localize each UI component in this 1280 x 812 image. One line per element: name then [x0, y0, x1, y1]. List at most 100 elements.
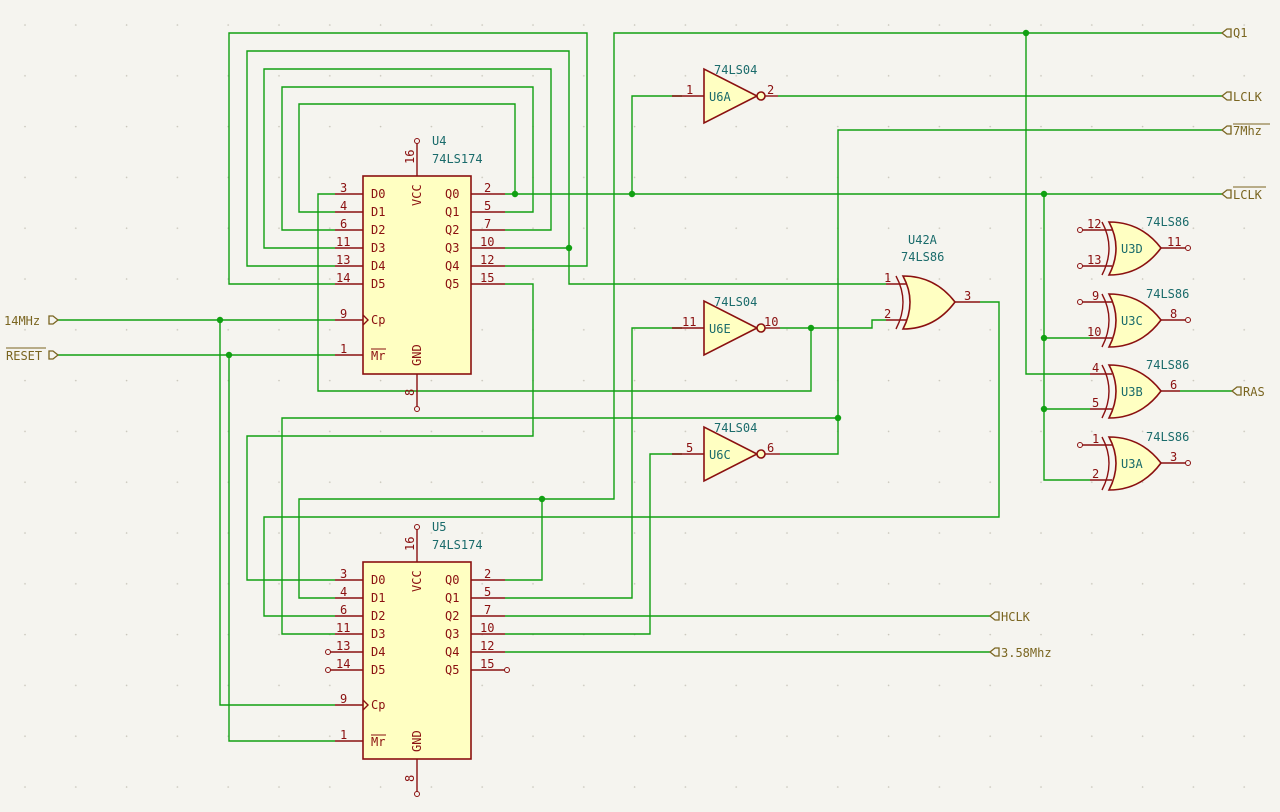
svg-text:2: 2: [884, 307, 891, 321]
svg-text:10: 10: [764, 315, 778, 329]
svg-text:13: 13: [336, 639, 350, 653]
svg-text:6: 6: [340, 217, 347, 231]
u5-chip[interactable]: U5 74LS174 3 4 6 11 13 14 D0 D1 D2 D3 D4…: [325, 520, 510, 797]
svg-text:D1: D1: [371, 591, 385, 605]
svg-text:1: 1: [340, 728, 347, 742]
u42a-xor-gate[interactable]: U42A 74LS86 1 2 3: [884, 233, 980, 330]
svg-text:Q0: Q0: [445, 187, 459, 201]
svg-text:9: 9: [340, 307, 347, 321]
svg-text:3: 3: [340, 567, 347, 581]
svg-text:3.58Mhz: 3.58Mhz: [1001, 646, 1052, 660]
svg-text:U3C: U3C: [1121, 314, 1143, 328]
svg-text:74LS86: 74LS86: [1146, 358, 1189, 372]
svg-text:2: 2: [1092, 467, 1099, 481]
svg-text:6: 6: [767, 441, 774, 455]
net-label-7mhz[interactable]: 7Mhz: [1220, 123, 1270, 138]
net-label-reset[interactable]: RESET: [6, 347, 60, 363]
u4-value: 74LS174: [432, 152, 483, 166]
svg-text:5: 5: [1092, 396, 1099, 410]
u3c-xor-gate[interactable]: 74LS86 U3C 9 10 8: [1077, 287, 1191, 348]
svg-text:14MHz: 14MHz: [4, 314, 40, 328]
net-label-q1[interactable]: Q1: [1220, 26, 1247, 40]
svg-text:16: 16: [403, 150, 417, 164]
svg-text:RESET: RESET: [6, 349, 42, 363]
svg-text:8: 8: [1170, 307, 1177, 321]
svg-text:14: 14: [336, 657, 350, 671]
u3b-xor-gate[interactable]: 74LS86 U3B 4 5 6: [1090, 358, 1189, 419]
svg-text:7: 7: [484, 217, 491, 231]
junctions: [216, 29, 1048, 503]
svg-text:11: 11: [682, 315, 696, 329]
svg-text:Q4: Q4: [445, 259, 459, 273]
svg-text:Q3: Q3: [445, 627, 459, 641]
svg-text:Q2: Q2: [445, 223, 459, 237]
svg-text:5: 5: [484, 199, 491, 213]
svg-text:7: 7: [484, 603, 491, 617]
svg-text:D5: D5: [371, 663, 385, 677]
svg-text:RAS: RAS: [1243, 385, 1265, 399]
svg-text:Cp: Cp: [371, 313, 385, 327]
svg-text:8: 8: [403, 775, 417, 782]
svg-text:4: 4: [340, 199, 347, 213]
net-label-14mhz[interactable]: 14MHz: [4, 314, 60, 328]
svg-text:D3: D3: [371, 241, 385, 255]
svg-text:13: 13: [336, 253, 350, 267]
svg-text:Q2: Q2: [445, 609, 459, 623]
svg-text:D4: D4: [371, 259, 385, 273]
svg-text:U3A: U3A: [1121, 457, 1143, 471]
svg-text:3: 3: [1170, 450, 1177, 464]
u3d-xor-gate[interactable]: 74LS86 U3D 12 13 11: [1077, 215, 1191, 276]
svg-text:Cp: Cp: [371, 698, 385, 712]
svg-text:Q0: Q0: [445, 573, 459, 587]
svg-text:74LS86: 74LS86: [1146, 215, 1189, 229]
svg-text:9: 9: [1092, 289, 1099, 303]
u6a-inverter[interactable]: 74LS04 U6A 1 2: [672, 63, 778, 125]
svg-text:U6E: U6E: [709, 322, 731, 336]
net-label-ras[interactable]: RAS: [1230, 385, 1265, 399]
u4-chip[interactable]: U4 74LS174 3 4 6 11 13 14 D0 D1 D2 D3 D4…: [335, 134, 505, 412]
svg-text:74LS04: 74LS04: [714, 421, 757, 435]
svg-text:12: 12: [480, 639, 494, 653]
svg-text:VCC: VCC: [410, 570, 424, 592]
svg-text:14: 14: [336, 271, 350, 285]
svg-text:1: 1: [340, 342, 347, 356]
svg-text:74LS04: 74LS04: [714, 295, 757, 309]
svg-text:D5: D5: [371, 277, 385, 291]
svg-text:2: 2: [484, 181, 491, 195]
svg-text:6: 6: [340, 603, 347, 617]
svg-text:1: 1: [686, 83, 693, 97]
svg-text:Q4: Q4: [445, 645, 459, 659]
svg-text:U6C: U6C: [709, 448, 731, 462]
net-label-lclk[interactable]: LCLK: [1220, 90, 1263, 104]
svg-text:Mr: Mr: [371, 349, 385, 363]
svg-text:16: 16: [403, 537, 417, 551]
svg-text:U6A: U6A: [709, 90, 731, 104]
svg-text:LCLK: LCLK: [1233, 90, 1263, 104]
net-label-lclk-bar[interactable]: LCLK: [1220, 186, 1266, 202]
svg-text:74LS86: 74LS86: [1146, 430, 1189, 444]
svg-text:D3: D3: [371, 627, 385, 641]
net-label-3-58mhz[interactable]: 3.58Mhz: [988, 646, 1052, 660]
svg-text:VCC: VCC: [410, 184, 424, 206]
svg-text:2: 2: [767, 83, 774, 97]
svg-text:D2: D2: [371, 609, 385, 623]
svg-text:7Mhz: 7Mhz: [1233, 124, 1262, 138]
net-label-hclk[interactable]: HCLK: [988, 610, 1031, 624]
u3a-xor-gate[interactable]: 74LS86 U3A 1 2 3: [1077, 430, 1191, 491]
svg-text:3: 3: [340, 181, 347, 195]
svg-text:74LS86: 74LS86: [901, 250, 944, 264]
svg-text:3: 3: [964, 289, 971, 303]
svg-text:GND: GND: [410, 344, 424, 366]
wires: [58, 32, 1232, 742]
svg-text:LCLK: LCLK: [1233, 188, 1263, 202]
svg-text:13: 13: [1087, 253, 1101, 267]
svg-text:12: 12: [480, 253, 494, 267]
u4-ref: U4: [432, 134, 446, 148]
u6c-inverter[interactable]: 74LS04 U6C 5 6: [672, 421, 780, 483]
svg-text:74LS04: 74LS04: [714, 63, 757, 77]
u6e-inverter[interactable]: 74LS04 U6E 11 10: [672, 295, 780, 357]
u5-value: 74LS174: [432, 538, 483, 552]
svg-text:5: 5: [484, 585, 491, 599]
svg-text:1: 1: [884, 271, 891, 285]
svg-text:Q1: Q1: [445, 205, 459, 219]
